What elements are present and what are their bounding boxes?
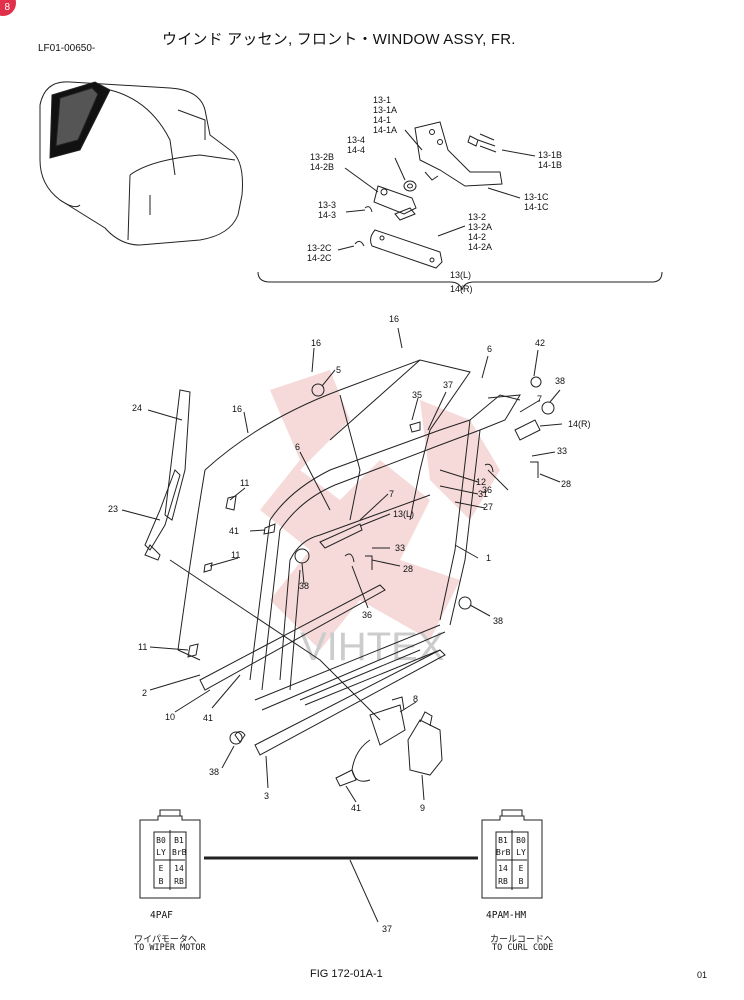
- callout-13-1C: 13-1C: [524, 192, 549, 202]
- left-connector-cell-7: B: [158, 877, 164, 886]
- callout-8: 8: [413, 694, 419, 704]
- callout-37-harness: 37: [382, 924, 393, 934]
- callout-13-2A: 13-2A: [468, 222, 493, 232]
- callout-35: 35: [412, 390, 423, 400]
- callout-14-2: 14-2: [468, 232, 487, 242]
- right-connector-cell-2: B0: [516, 836, 526, 845]
- left-connector-cell-5: E: [158, 864, 164, 873]
- callout-7-mid: 7: [389, 489, 395, 499]
- callout-14-2B: 14-2B: [310, 162, 335, 172]
- callout-14-1C: 14-1C: [524, 202, 549, 212]
- callout-14-3: 14-3: [318, 210, 337, 220]
- right-connector-label-jp: カールコードへ: [490, 935, 553, 945]
- connector-right-drawing: [481, 809, 543, 899]
- callout-10: 10: [165, 712, 176, 722]
- callout-13-1: 13-1: [373, 95, 392, 105]
- callout-14R: 14(R): [568, 419, 591, 429]
- watermark-text: VIHTEX: [300, 625, 444, 669]
- callout-14-4: 14-4: [347, 145, 366, 155]
- callout-41-bottom: 41: [351, 803, 362, 813]
- callout-11-top: 11: [240, 478, 250, 488]
- callout-12: 12: [476, 477, 487, 487]
- callout-13-4: 13-4: [347, 135, 366, 145]
- callout-16-side: 16: [232, 404, 243, 414]
- callout-1: 1: [486, 553, 492, 563]
- page-title: ウインド アッセン, フロント・WINDOW ASSY, FR.: [162, 31, 516, 48]
- right-connector-cell-5: 14: [498, 864, 508, 873]
- callout-13-2C: 13-2C: [307, 243, 332, 253]
- callout-6-mid: 6: [295, 442, 301, 452]
- callout-2: 2: [142, 688, 148, 698]
- callout-28-right: 28: [561, 479, 572, 489]
- callout-14R-top: 14(R): [450, 284, 473, 294]
- callout-13L-mid: 13(L): [393, 509, 415, 519]
- page-badge: 8: [0, 0, 16, 16]
- callout-27: 27: [483, 502, 494, 512]
- left-connector-cell-8: RB: [174, 877, 184, 886]
- callout-14-1B: 14-1B: [538, 160, 563, 170]
- serial-code: LF01-00650-: [38, 43, 96, 54]
- callout-38-mid: 38: [299, 581, 310, 591]
- callout-13-1A: 13-1A: [373, 105, 398, 115]
- callout-13-2: 13-2: [468, 212, 487, 222]
- window-frame: [121, 327, 563, 803]
- left-connector-label-jp: ワイパモータへ: [134, 935, 197, 945]
- callout-38-top: 38: [555, 376, 566, 386]
- right-connector-cell-7: RB: [498, 877, 508, 886]
- callout-42: 42: [535, 338, 546, 348]
- callout-36-right: 36: [482, 485, 493, 495]
- callout-14-2C: 14-2C: [307, 253, 332, 263]
- right-connector-cell-8: B: [518, 877, 524, 886]
- callout-14-1A: 14-1A: [373, 125, 398, 135]
- callout-31: 31: [478, 489, 489, 499]
- callout-14-2A: 14-2A: [468, 242, 493, 252]
- right-connector-cell-4: LY: [516, 848, 526, 857]
- left-connector-cell-1: B0: [156, 836, 166, 845]
- callout-3: 3: [264, 791, 270, 801]
- left-connector-cell-6: 14: [174, 864, 184, 873]
- callout-37-top: 37: [443, 380, 454, 390]
- left-connector-name: 4PAF: [150, 910, 173, 921]
- left-connector-cell-4: BrB: [172, 848, 187, 857]
- callout-9: 9: [420, 803, 426, 813]
- cab-thumbnail: [39, 81, 243, 246]
- callout-38-right: 38: [493, 616, 504, 626]
- bracket-subassembly: [257, 121, 663, 291]
- left-connector-label-en: TO WIPER MOTOR: [134, 943, 206, 953]
- callout-13-1B: 13-1B: [538, 150, 563, 160]
- left-connector-cell-3: LY: [156, 848, 166, 857]
- connector-left-drawing: [139, 809, 201, 899]
- callout-24: 24: [132, 403, 143, 413]
- callout-6-top: 6: [487, 344, 493, 354]
- callout-23: 23: [108, 504, 119, 514]
- right-connector-cell-6: E: [518, 864, 524, 873]
- callout-38-bottom: 38: [209, 767, 220, 777]
- callout-16-left: 16: [311, 338, 322, 348]
- right-connector-name: 4PAM-HM: [486, 910, 527, 921]
- callout-13-2B: 13-2B: [310, 152, 335, 162]
- right-connector-cell-3: BrB: [496, 848, 511, 857]
- callout-14-1: 14-1: [373, 115, 392, 125]
- callout-33-mid: 33: [395, 543, 406, 553]
- figure-number: FIG 172-01A-1: [310, 968, 383, 980]
- callout-11-mid: 11: [231, 550, 241, 560]
- callout-41-upper: 41: [229, 526, 240, 536]
- page-number: 01: [697, 970, 708, 980]
- callout-13L-top: 13(L): [450, 270, 472, 280]
- right-connector-cell-1: B1: [498, 836, 508, 845]
- callout-41-lower: 41: [203, 713, 214, 723]
- callout-16-top: 16: [389, 314, 400, 324]
- callout-7-right: 7: [537, 394, 543, 404]
- callout-13-3: 13-3: [318, 200, 337, 210]
- left-connector-cell-2: B1: [174, 836, 184, 845]
- callout-28-mid: 28: [403, 564, 414, 574]
- callout-11-bottom: 11: [138, 642, 148, 652]
- callout-5: 5: [336, 365, 342, 375]
- callout-36-mid: 36: [362, 610, 373, 620]
- right-connector-label-en: TO CURL CODE: [492, 943, 554, 953]
- callout-33-right: 33: [557, 446, 568, 456]
